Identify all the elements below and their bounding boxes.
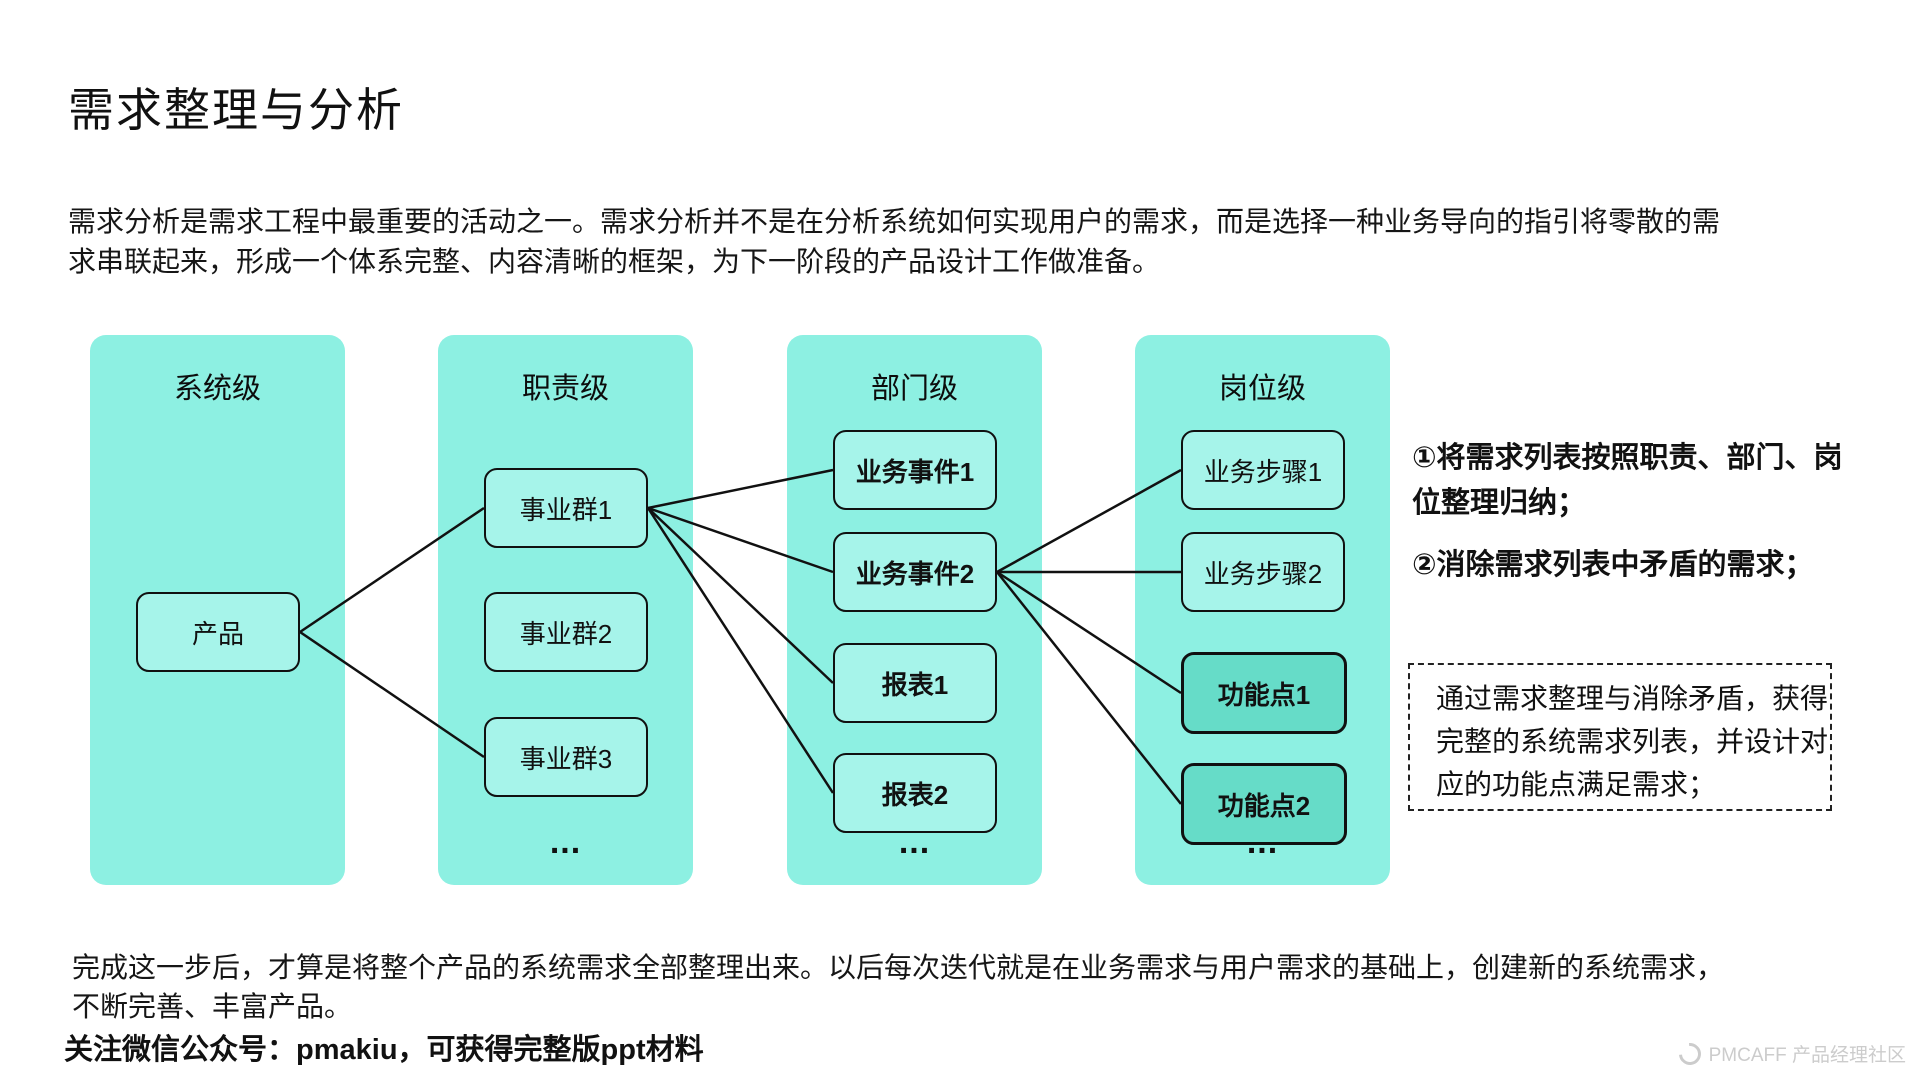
node-business-step-2: 业务步骤2 xyxy=(1181,532,1345,612)
node-product: 产品 xyxy=(136,592,300,672)
pmcaff-logo-icon xyxy=(1674,1038,1706,1069)
intro-line-2: 求串联起来，形成一个体系完整、内容清晰的框架，为下一阶段的产品设计工作做准备。 xyxy=(68,246,1161,277)
column-duty-level: 职责级 事业群1 事业群2 事业群3 ... xyxy=(438,335,693,885)
closing-paragraph: 完成这一步后，才算是将整个产品的系统需求全部整理出来。以后每次迭代就是在业务需求… xyxy=(72,948,1724,1026)
node-report-2: 报表2 xyxy=(833,753,997,833)
closing-line-2: 不断完善、丰富产品。 xyxy=(72,991,353,1022)
node-business-group-3: 事业群3 xyxy=(484,717,648,797)
intro-paragraph: 需求分析是需求工程中最重要的活动之一。需求分析并不是在分析系统如何实现用户的需求… xyxy=(68,202,1720,282)
dashed-summary-line-1: 通过需求整理与消除矛盾，获得 xyxy=(1436,683,1829,714)
node-business-step-1: 业务步骤1 xyxy=(1181,430,1345,510)
node-business-event-2: 业务事件2 xyxy=(833,532,997,612)
column-header: 岗位级 xyxy=(1218,373,1306,405)
page-title: 需求整理与分析 xyxy=(68,84,404,136)
node-business-event-1: 业务事件1 xyxy=(833,430,997,510)
column-department-level: 部门级 业务事件1 业务事件2 报表1 报表2 ... xyxy=(787,335,1042,885)
annotation-step-1-line-2: 位整理归纳； xyxy=(1412,487,1587,519)
node-business-group-1: 事业群1 xyxy=(484,468,648,548)
watermark: PMCAFF 产品经理社区 xyxy=(1674,1038,1906,1069)
node-function-point-2: 功能点2 xyxy=(1181,763,1347,845)
more-items-ellipsis: ... xyxy=(549,823,582,861)
column-header: 系统级 xyxy=(173,373,261,405)
wechat-account-note: 关注微信公众号：pmakiu，可获得完整版ppt材料 xyxy=(64,1034,704,1066)
column-system-level: 系统级 产品 xyxy=(90,335,345,885)
closing-line-1: 完成这一步后，才算是将整个产品的系统需求全部整理出来。以后每次迭代就是在业务需求… xyxy=(72,952,1725,983)
more-items-ellipsis: ... xyxy=(1246,823,1279,861)
dashed-summary-line-2: 完整的系统需求列表，并设计对 xyxy=(1436,726,1829,757)
node-report-1: 报表1 xyxy=(833,643,997,723)
intro-line-1: 需求分析是需求工程中最重要的活动之一。需求分析并不是在分析系统如何实现用户的需求… xyxy=(68,206,1721,237)
column-post-level: 岗位级 业务步骤1 业务步骤2 功能点1 功能点2 ... xyxy=(1135,335,1390,885)
node-function-point-1: 功能点1 xyxy=(1181,652,1347,734)
watermark-text: PMCAFF 产品经理社区 xyxy=(1708,1045,1906,1066)
more-items-ellipsis: ... xyxy=(898,823,931,861)
dashed-summary-box: 通过需求整理与消除矛盾，获得 完整的系统需求列表，并设计对 应的功能点满足需求； xyxy=(1408,663,1832,811)
annotation-step-1-line-1: ①将需求列表按照职责、部门、岗 xyxy=(1412,442,1843,474)
node-business-group-2: 事业群2 xyxy=(484,592,648,672)
annotation-step-1: ①将需求列表按照职责、部门、岗 位整理归纳； xyxy=(1412,436,1872,526)
annotation-step-2: ②消除需求列表中矛盾的需求； xyxy=(1412,549,1814,581)
column-header: 部门级 xyxy=(870,373,958,405)
dashed-summary-line-3: 应的功能点满足需求； xyxy=(1436,769,1717,800)
column-header: 职责级 xyxy=(521,373,609,405)
